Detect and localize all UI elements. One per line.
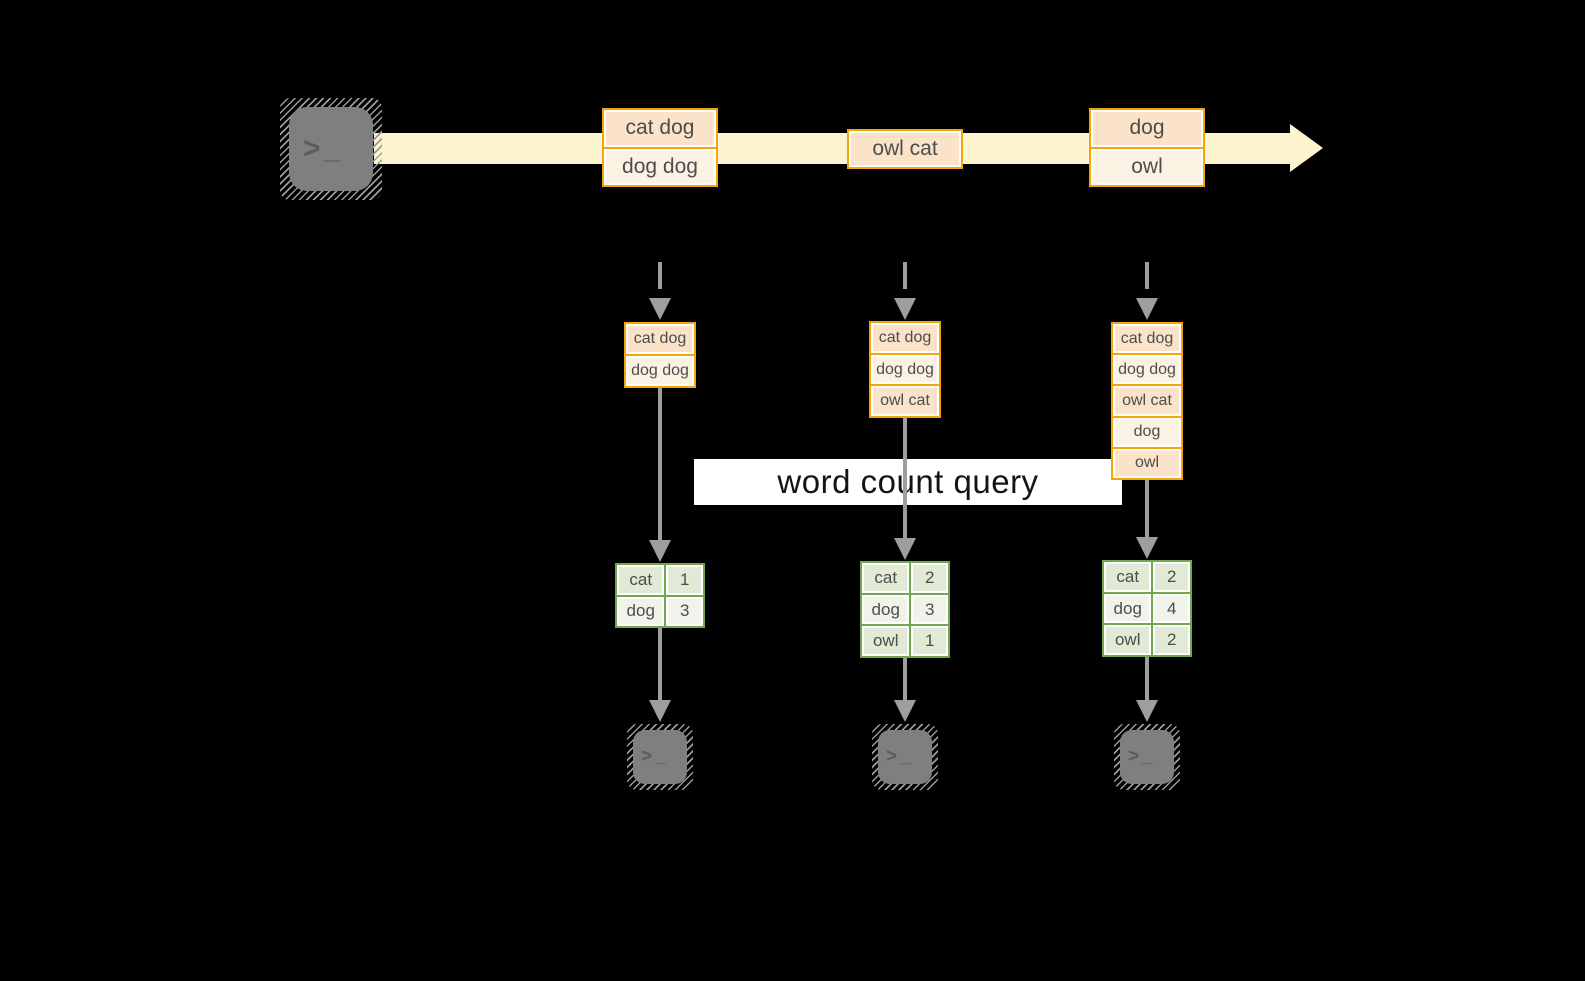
terminal-screen: >_ <box>1120 730 1174 784</box>
terminal-prompt-icon: >_ <box>641 746 669 767</box>
record-row: cat dog <box>626 324 694 354</box>
record-row: owl cat <box>871 386 939 417</box>
table-row: cat 2 <box>862 563 948 593</box>
record-row: owl cat <box>849 131 961 167</box>
arrow-head-icon <box>649 540 671 562</box>
record-row: owl <box>1091 148 1203 185</box>
query-label: word count query <box>694 459 1122 505</box>
record-row: dog dog <box>604 148 716 185</box>
count-cell: 3 <box>911 594 948 625</box>
record-row: dog dog <box>1113 355 1181 385</box>
arrow-head-icon <box>1136 537 1158 559</box>
dashed-arrow-head-icon <box>649 298 671 320</box>
record-row: cat dog <box>1113 324 1181 354</box>
word-cell: cat <box>617 565 665 595</box>
record-row: dog dog <box>626 356 694 386</box>
word-cell: dog <box>617 596 665 626</box>
arrow-head-icon <box>649 700 671 722</box>
record-row: cat dog <box>604 110 716 147</box>
word-cell: cat <box>862 563 910 593</box>
wordcount-table-t1: cat 1 dog 3 <box>615 563 705 628</box>
count-cell: 2 <box>1153 625 1190 656</box>
input-stack-t3: cat dog dog dog owl cat dog owl <box>1111 322 1183 480</box>
word-cell: owl <box>1104 625 1152 656</box>
source-terminal-icon: >_ <box>280 98 382 200</box>
terminal-prompt-icon: >_ <box>886 746 914 767</box>
table-row: owl 1 <box>862 626 948 657</box>
arrow-line <box>903 658 907 700</box>
arrow-line <box>1145 478 1149 538</box>
dashed-arrow-dash <box>1145 262 1149 289</box>
terminal-screen: >_ <box>289 107 373 191</box>
terminal-prompt-icon: >_ <box>1128 746 1156 767</box>
count-cell: 3 <box>666 596 703 626</box>
table-row: cat 2 <box>1104 562 1190 592</box>
output-terminal-icon-t2: >_ <box>872 724 938 790</box>
record-row: dog <box>1113 417 1181 447</box>
table-row: dog 4 <box>1104 593 1190 624</box>
table-row: cat 1 <box>617 565 703 595</box>
input-stack-t2: cat dog dog dog owl cat <box>869 321 941 418</box>
dashed-arrow-head-icon <box>1136 298 1158 320</box>
arrow-head-icon <box>894 700 916 722</box>
arrow-head-icon <box>894 538 916 560</box>
terminal-screen: >_ <box>633 730 687 784</box>
word-cell: dog <box>862 594 910 625</box>
dashed-arrow-dash <box>658 262 662 289</box>
word-cell: owl <box>862 626 910 657</box>
timeline-batch-1: cat dog dog dog <box>602 108 718 187</box>
timeline-batch-3: dog owl <box>1089 108 1205 187</box>
record-row: owl <box>1113 448 1181 479</box>
output-terminal-icon-t1: >_ <box>627 724 693 790</box>
arrow-line <box>658 628 662 700</box>
arrow-line <box>1145 657 1149 700</box>
arrow-line <box>658 386 662 541</box>
timeline-batch-2: owl cat <box>847 129 963 169</box>
word-cell: cat <box>1104 562 1152 592</box>
count-cell: 1 <box>911 626 948 657</box>
arrow-line <box>903 416 907 539</box>
input-stack-t1: cat dog dog dog <box>624 322 696 388</box>
dashed-arrow-dash <box>903 262 907 289</box>
count-cell: 2 <box>911 563 948 593</box>
record-row: dog dog <box>871 354 939 385</box>
arrow-head-icon <box>1136 700 1158 722</box>
word-cell: dog <box>1104 593 1152 624</box>
timeline-arrow-head-icon <box>1290 124 1323 172</box>
record-row: owl cat <box>1113 386 1181 416</box>
terminal-prompt-icon: >_ <box>303 132 344 165</box>
output-terminal-icon-t3: >_ <box>1114 724 1180 790</box>
count-cell: 2 <box>1153 562 1190 592</box>
terminal-screen: >_ <box>878 730 932 784</box>
dashed-arrow-head-icon <box>894 298 916 320</box>
table-row: owl 2 <box>1104 625 1190 656</box>
record-row: dog <box>1091 110 1203 147</box>
table-row: dog 3 <box>617 596 703 626</box>
count-cell: 4 <box>1153 593 1190 624</box>
wordcount-table-t3: cat 2 dog 4 owl 2 <box>1102 560 1192 657</box>
count-cell: 1 <box>666 565 703 595</box>
record-row: cat dog <box>871 323 939 353</box>
wordcount-table-t2: cat 2 dog 3 owl 1 <box>860 561 950 658</box>
table-row: dog 3 <box>862 594 948 625</box>
